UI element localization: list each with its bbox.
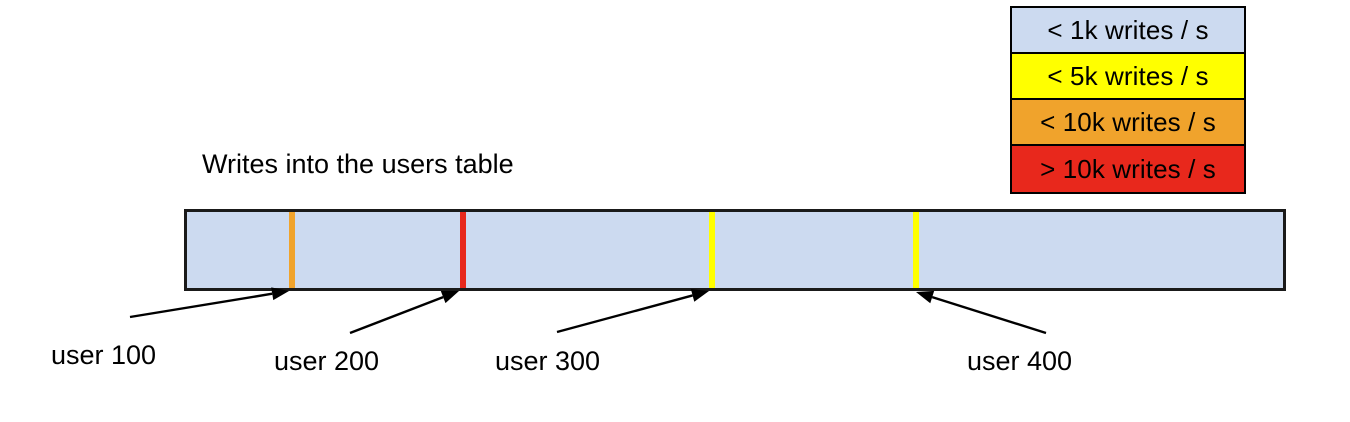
legend-row-over-10k: > 10k writes / s	[1012, 146, 1244, 192]
marker-user-200	[460, 212, 466, 288]
arrow-head	[690, 289, 709, 302]
annotation-label-user-100: user 100	[51, 340, 157, 370]
writes-per-second-legend: < 1k writes / s < 5k writes / s < 10k wr…	[1010, 6, 1246, 194]
legend-row-under-1k: < 1k writes / s	[1012, 8, 1244, 54]
annotation-label-user-300: user 300	[495, 346, 601, 376]
arrow-shaft	[349, 295, 444, 335]
legend-row-under-5k: < 5k writes / s	[1012, 54, 1244, 100]
arrow-shaft	[129, 292, 273, 319]
legend-label-under-1k: < 1k writes / s	[1047, 15, 1209, 45]
diagram-title: Writes into the users table	[202, 149, 514, 179]
arrow-shaft	[931, 295, 1047, 335]
marker-user-300	[709, 212, 715, 288]
arrow-head	[916, 290, 935, 304]
marker-user-400	[913, 212, 919, 288]
users-table-key-range-bar	[184, 209, 1286, 291]
annotation-label-user-200: user 200	[274, 346, 380, 376]
arrow-head	[440, 291, 459, 304]
marker-user-100	[289, 212, 295, 288]
legend-label-over-10k: > 10k writes / s	[1040, 154, 1216, 184]
legend-label-under-5k: < 5k writes / s	[1047, 61, 1209, 91]
legend-label-under-10k: < 10k writes / s	[1040, 107, 1216, 137]
annotation-label-user-400: user 400	[967, 346, 1073, 376]
legend-row-under-10k: < 10k writes / s	[1012, 100, 1244, 146]
arrow-shaft	[556, 294, 693, 334]
